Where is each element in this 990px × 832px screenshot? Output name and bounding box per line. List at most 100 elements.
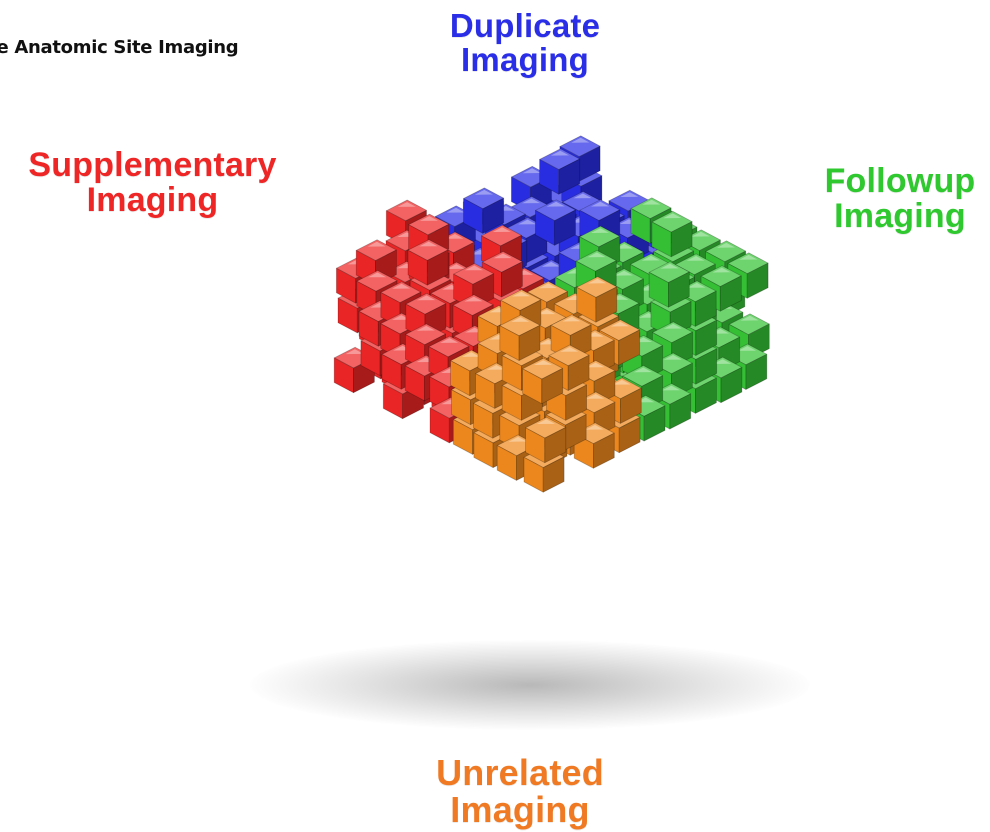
cube-highlight [740, 315, 759, 321]
cube [535, 199, 576, 246]
cube-highlight [537, 309, 556, 315]
cube-highlight [464, 296, 483, 302]
cube-highlight [511, 317, 530, 322]
followup-label-line2: Imaging [834, 196, 966, 235]
cube-right-face [426, 249, 449, 286]
duplicate-imaging-label: Duplicate Imaging [420, 9, 630, 76]
cube [648, 261, 690, 308]
cube-highlight [416, 325, 435, 331]
cube-highlight [686, 256, 705, 261]
unrelated-label-line2: Imaging [450, 788, 590, 830]
cube-highlight [541, 261, 560, 267]
cube-right-face [482, 197, 505, 234]
cube-highlight [419, 241, 438, 247]
followup-imaging-label: Followup Imaging [800, 164, 990, 233]
cube-highlight [641, 255, 660, 261]
cube-right-face [694, 290, 717, 327]
cube-highlight [533, 360, 552, 365]
cube-highlight [508, 436, 527, 442]
cube-right-face [670, 221, 693, 258]
cube-right-face [695, 348, 718, 385]
cube-highlight [538, 283, 557, 289]
cube [407, 239, 449, 286]
cube-highlight [464, 265, 483, 271]
cube-highlight [446, 207, 465, 213]
cube [539, 148, 581, 195]
cube-right-face [745, 353, 768, 390]
unrelated-label-line1: Unrelated [436, 752, 604, 793]
cube [522, 357, 564, 405]
cube-right-face [541, 367, 564, 405]
cube-shadow [250, 640, 810, 730]
cube-highlight [586, 394, 605, 399]
cube-highlight [392, 283, 411, 289]
cube-highlight [522, 168, 541, 174]
cube [463, 187, 505, 234]
cube-highlight [493, 253, 512, 259]
cube-highlight [560, 347, 579, 352]
cube [576, 276, 618, 323]
cube-highlight [546, 201, 565, 207]
cube-highlight [663, 213, 682, 219]
cube-highlight [571, 137, 590, 143]
cube-highlight [397, 202, 416, 207]
cube-highlight [446, 264, 465, 269]
cube-highlight [691, 231, 710, 237]
supplementary-imaging-label: Supplementary Imaging [0, 148, 305, 217]
cube-highlight [620, 192, 639, 197]
cube-highlight [716, 242, 735, 248]
cube-highlight [713, 359, 732, 364]
cube-highlight [633, 367, 652, 373]
cube [499, 314, 541, 361]
cube-highlight [367, 241, 386, 247]
cube-highlight [512, 291, 531, 297]
cube-right-face [595, 286, 618, 323]
cube-highlight [492, 227, 511, 232]
cube-highlight [585, 424, 604, 430]
cube-right-face [558, 158, 581, 195]
cube-right-face [565, 384, 587, 421]
cube-right-face [695, 319, 718, 356]
cube-highlight [392, 315, 411, 320]
cube-right-face [668, 271, 690, 308]
cube-right-face [618, 416, 641, 454]
cube [550, 314, 592, 361]
cube-highlight [610, 321, 629, 327]
cube-right-face [567, 354, 590, 391]
cube-highlight [738, 346, 757, 351]
cube-highlight [663, 323, 682, 329]
cube [651, 210, 693, 258]
cube-right-face [746, 262, 769, 299]
cube-highlight [614, 270, 633, 276]
cube-highlight [417, 295, 436, 301]
cube-highlight [612, 379, 631, 385]
cube-highlight [345, 349, 364, 355]
cube-highlight [712, 267, 731, 273]
cube-right-face [669, 393, 692, 430]
cube-highlight [588, 278, 607, 284]
page-title: he Anatomic Site Imaging [0, 37, 239, 58]
cube-highlight [440, 338, 459, 343]
cube-right-face [643, 405, 666, 442]
unrelated-imaging-label: Unrelated Imaging [400, 752, 640, 830]
supplementary-label-line1: Supplementary [28, 146, 277, 184]
cube-right-face [695, 377, 717, 414]
cube-highlight [587, 252, 606, 258]
cube [525, 416, 567, 464]
cube-highlight [660, 263, 679, 269]
cube-right-face [720, 366, 743, 404]
cube-highlight [368, 272, 387, 278]
cube-highlight [486, 365, 505, 370]
cube-right-face [620, 387, 642, 424]
cube-highlight [550, 150, 569, 156]
cube-highlight [518, 219, 537, 225]
cube-highlight [419, 216, 438, 221]
cube-highlight [590, 228, 609, 233]
cube-highlight [536, 419, 555, 424]
cube-right-face [518, 324, 541, 361]
cube-highlight [739, 254, 758, 260]
cube-highlight [445, 234, 464, 239]
